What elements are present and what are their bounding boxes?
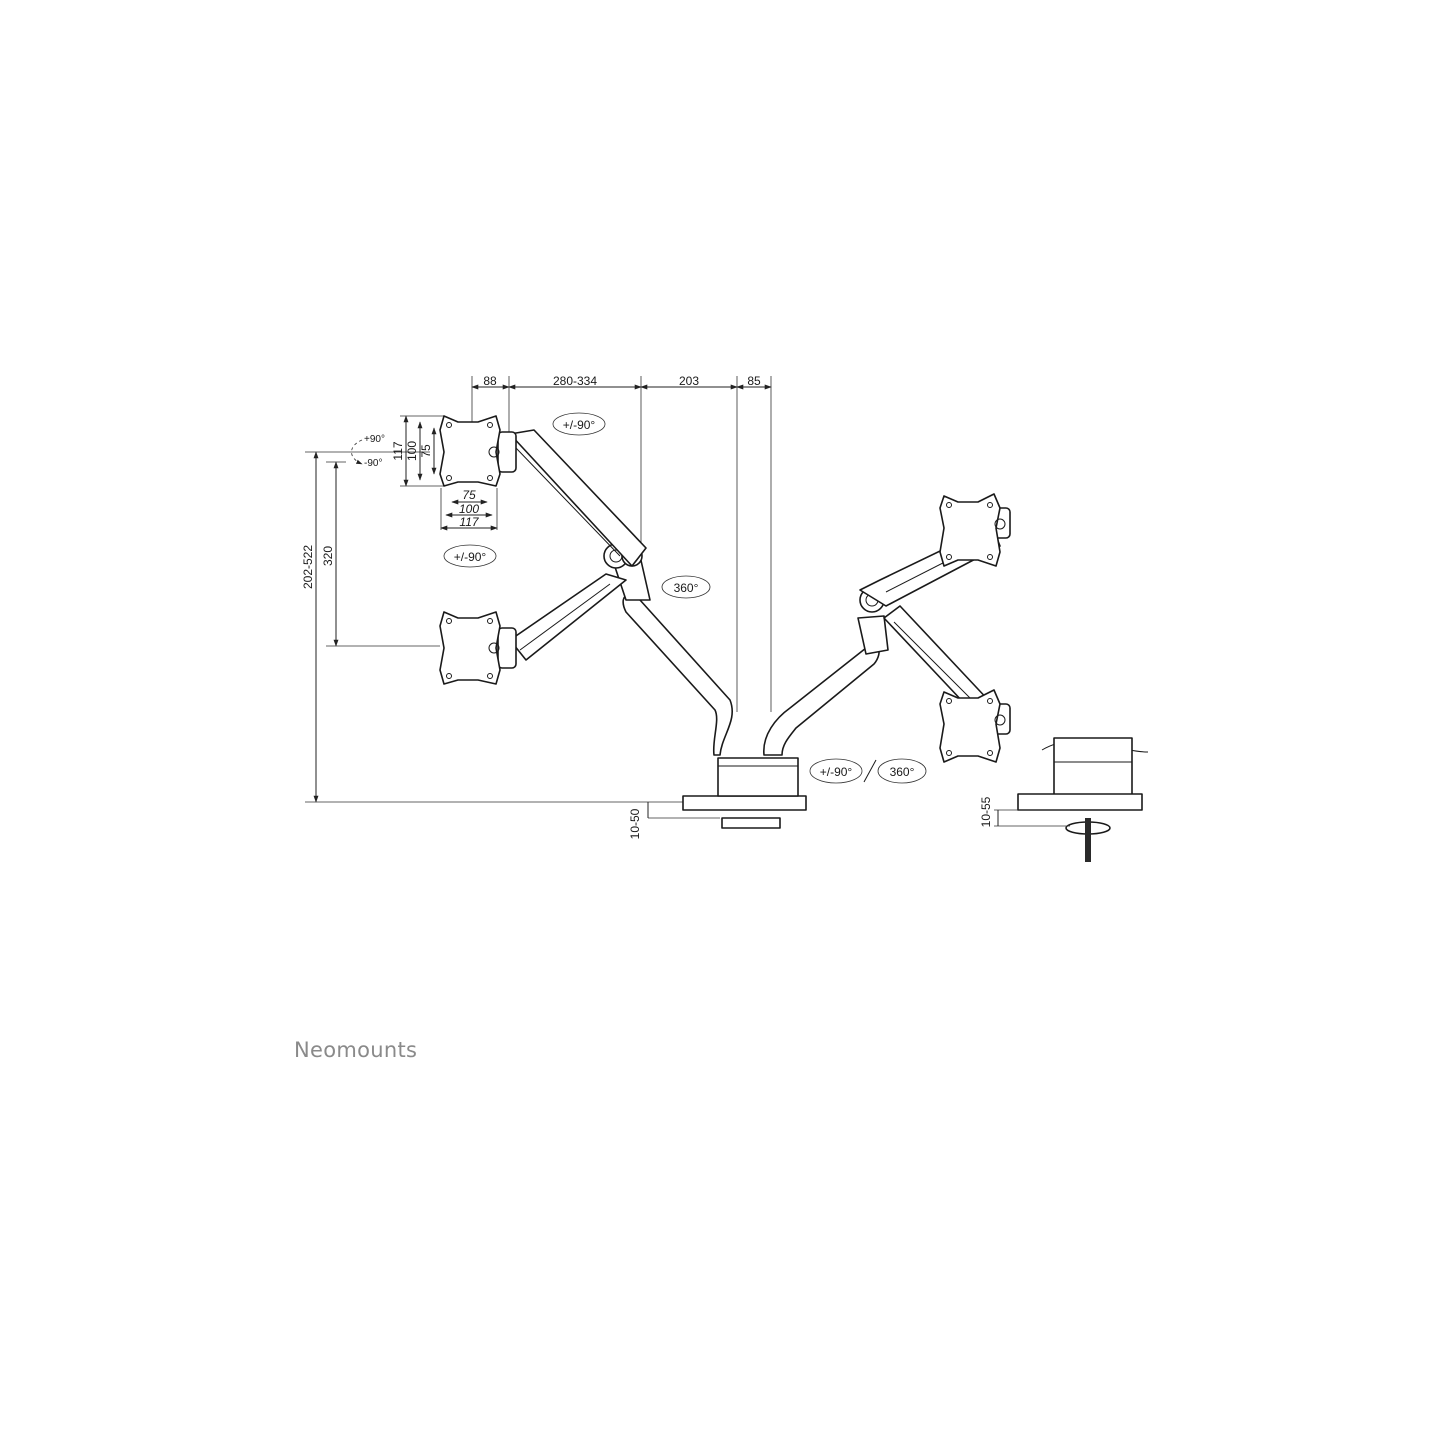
vesa-v-100: 100 — [405, 441, 419, 461]
dim-280-334: 280-334 — [553, 374, 597, 388]
swivel-arm-label: +/-90° — [454, 550, 487, 564]
dim-203: 203 — [679, 374, 699, 388]
vesa-v-117: 117 — [391, 441, 405, 460]
height-dimensions: 202-522 320 — [301, 451, 690, 803]
dim-85: 85 — [747, 374, 761, 388]
swivel-head-badge: +/-90° — [552, 412, 606, 436]
vesa-plate-bottom-left — [439, 611, 501, 685]
vesa-h-75: 75 — [462, 488, 476, 502]
swivel-arm-badge: +/-90° — [443, 544, 497, 568]
left-arm — [497, 429, 733, 756]
brand-logo: Neomounts — [294, 1038, 418, 1062]
dim-202-522: 202-522 — [301, 545, 315, 589]
grommet-base-detail — [1017, 737, 1149, 862]
vesa-v-75: 75 — [419, 444, 433, 458]
rotate-base-label: 360° — [890, 765, 915, 779]
vesa-vertical-dims: 117 100 75 — [391, 415, 445, 487]
vesa-plate-top-right — [939, 493, 1006, 567]
swivel-base-label: +/-90° — [820, 765, 853, 779]
rotate-column-label: 360° — [674, 581, 699, 595]
dim-10-50: 10-50 — [628, 808, 642, 839]
top-dimension-chain: 88 280-334 203 85 — [471, 374, 772, 712]
vesa-horizontal-dims: 75 100 117 — [440, 488, 498, 531]
tilt-indicator: +90° -90° — [351, 434, 385, 469]
vesa-plate-top-left — [439, 415, 501, 487]
desk-clamp-base — [682, 757, 807, 829]
vesa-h-100: 100 — [459, 502, 479, 516]
tilt-down-label: -90° — [364, 458, 382, 469]
swivel-base-badge: +/-90° — [809, 758, 863, 784]
vesa-h-117: 117 — [459, 515, 479, 529]
rotate-base-badge: 360° — [877, 758, 927, 784]
dim-320: 320 — [321, 546, 335, 566]
dim-88: 88 — [483, 374, 497, 388]
swivel-head-label: +/-90° — [563, 418, 596, 432]
rotate-column-badge: 360° — [661, 575, 711, 599]
tilt-up-label: +90° — [364, 434, 385, 445]
vesa-plate-bottom-right — [939, 689, 1006, 763]
dim-10-55: 10-55 — [979, 796, 993, 827]
